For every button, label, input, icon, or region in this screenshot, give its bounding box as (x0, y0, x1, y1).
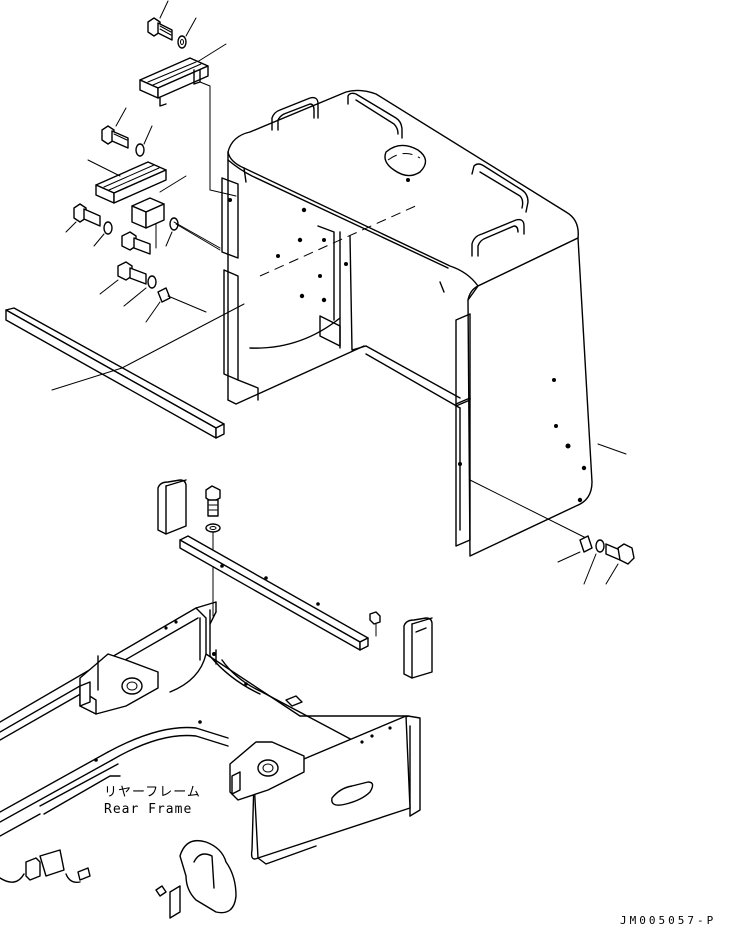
washer-icon (205, 523, 221, 533)
rear-frame-label-jp: リヤーフレーム (104, 785, 201, 800)
leader-line (193, 43, 227, 65)
leader-line (121, 303, 245, 369)
leader-line (51, 367, 123, 391)
flange-bolt-icon (117, 261, 147, 285)
leader-line (583, 553, 597, 585)
leader-line (87, 159, 121, 177)
bolt-icon (605, 543, 635, 565)
upper-washer-icon (177, 35, 187, 49)
washer-icon (595, 539, 605, 553)
washer-icon (103, 221, 113, 235)
cover-icon (221, 89, 593, 557)
leader-line (557, 551, 581, 563)
leader-line (145, 301, 161, 323)
leader-line (597, 443, 627, 455)
lower-step-icon (95, 161, 167, 204)
nut-icon (369, 611, 381, 625)
middle-bolt-icon (101, 125, 129, 149)
bolt-icon (205, 485, 221, 517)
bolt-icon (73, 203, 101, 227)
plate-washer-icon (579, 535, 593, 553)
rear-frame-label-en: Rear Frame (104, 802, 192, 817)
drawing-code: JM005057-P (620, 914, 716, 927)
pad-icon (157, 479, 187, 535)
leader-line (167, 295, 207, 313)
leader-line (65, 221, 77, 233)
upper-step-icon (139, 57, 209, 107)
hidden-line (259, 203, 421, 277)
leader-line (175, 223, 221, 251)
leader-line (99, 279, 119, 295)
leader-line (115, 107, 127, 127)
leader-line (199, 81, 237, 197)
cover-holes (228, 178, 587, 503)
leader-line (173, 221, 221, 249)
leader-line (469, 479, 587, 539)
pad-icon (403, 617, 433, 679)
leader-line (123, 287, 147, 307)
middle-washer-icon (135, 143, 145, 157)
frame-icon (0, 601, 421, 919)
plate-washer-icon (157, 287, 171, 303)
leader-line (159, 175, 187, 193)
rubber-strip-icon (179, 535, 369, 651)
leader-line (143, 125, 153, 145)
upper-bolt-icon (147, 17, 173, 41)
step-bracket-icon (131, 197, 165, 249)
leader-line (185, 17, 197, 37)
long-bar-icon (5, 307, 225, 439)
leader-line (159, 0, 169, 19)
leader-line (605, 563, 619, 585)
leader-line (93, 233, 105, 247)
washer-icon (147, 275, 157, 289)
frame-hole (212, 652, 216, 656)
flange-bolt-icon (121, 231, 151, 255)
leader-line (165, 231, 173, 247)
